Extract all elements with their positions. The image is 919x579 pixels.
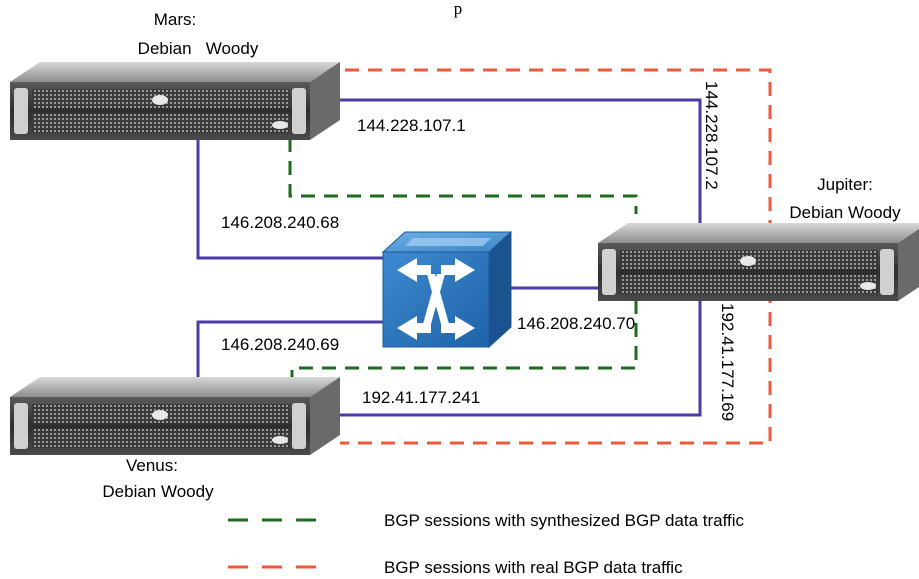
ip-venus-to-jupiter: 192.41.177.241 bbox=[362, 388, 480, 407]
network-switch bbox=[383, 232, 511, 347]
ip-mars-to-switch: 146.208.240.68 bbox=[221, 213, 339, 232]
mars-os: Debian Woody bbox=[138, 39, 259, 58]
venus-server bbox=[10, 377, 340, 455]
legend-synthesized-label: BGP sessions with synthesized BGP data t… bbox=[384, 511, 745, 530]
jupiter-os: Debian Woody bbox=[789, 203, 901, 222]
jupiter-name: Jupiter: bbox=[817, 175, 873, 194]
ip-mars-to-jupiter: 144.228.107.1 bbox=[357, 116, 466, 135]
ip-jupiter-to-venus: 192.41.177.169 bbox=[718, 303, 737, 421]
legend-real-label: BGP sessions with real BGP data traffic bbox=[384, 558, 683, 577]
mars-name: Mars: bbox=[154, 10, 197, 29]
ip-jupiter-to-switch: 146.208.240.70 bbox=[517, 314, 635, 333]
jupiter-server bbox=[598, 223, 919, 301]
ip-venus-to-switch: 146.208.240.69 bbox=[221, 335, 339, 354]
mars-server bbox=[10, 62, 340, 140]
venus-os: Debian Woody bbox=[102, 482, 214, 501]
ip-jupiter-to-mars: 144.228.107.2 bbox=[702, 81, 721, 190]
venus-name: Venus: bbox=[126, 456, 178, 475]
legend: BGP sessions with synthesized BGP data t… bbox=[228, 511, 745, 577]
top-caption: p bbox=[454, 0, 463, 18]
